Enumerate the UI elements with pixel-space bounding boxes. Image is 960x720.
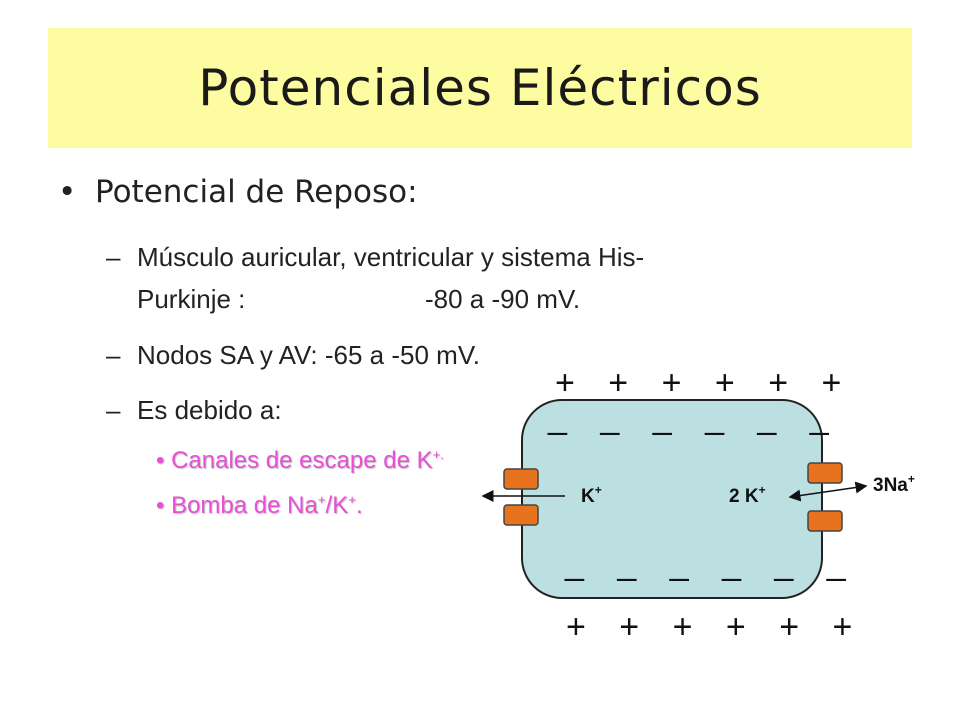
na-ion-sup: +: [908, 472, 915, 486]
bullet-symbol: •: [58, 174, 77, 210]
dash-symbol: –: [106, 395, 121, 425]
k-ion-sup: +: [595, 483, 602, 497]
slide-title: Potenciales Eléctricos: [198, 59, 762, 117]
sub-item-nodos: Nodos SA y AV: -65 a -50 mV.: [137, 340, 481, 370]
cause-bomba-tail: .: [355, 492, 363, 519]
bullet-potencial-reposo: Potencial de Reposo:: [95, 174, 418, 210]
na-ion-label: 3Na+: [873, 472, 915, 496]
cause-bomba: • Bomba de Na+/K+.: [156, 492, 363, 520]
top-inner-charges: _ _ _ _ _ _: [547, 398, 841, 436]
k-channel-top: [503, 468, 539, 490]
two-k-ion-sup: +: [759, 483, 766, 497]
pump-channel-bottom: [807, 510, 843, 532]
k-channel-bottom: [503, 504, 539, 526]
cause-bomba-mid: /K: [325, 492, 349, 519]
sub-item-musculo-line1: Músculo auricular, ventricular y sistema…: [137, 242, 645, 272]
cause-bomba-sup2: +: [348, 492, 356, 507]
bottom-outer-charges: + + + + + +: [566, 608, 864, 646]
cause-canales: • Canales de escape de K+.: [156, 447, 444, 475]
pump-channel-top: [807, 462, 843, 484]
two-k-ion-text: 2 K: [729, 486, 759, 507]
cause-dot: •: [156, 447, 165, 474]
sub-item-musculo-line2: Purkinje :: [137, 284, 246, 314]
pump-arrow: [788, 481, 868, 502]
k-ion-text: K: [581, 486, 595, 507]
top-outer-charges: + + + + + +: [555, 364, 853, 402]
cause-dot: •: [156, 492, 165, 519]
cause-bomba-sup: +: [317, 492, 326, 507]
dash-symbol: –: [106, 242, 121, 272]
two-k-ion-label: 2 K+: [729, 483, 766, 507]
cause-canales-text: Canales de escape de K: [171, 447, 433, 474]
dash-symbol: –: [106, 340, 121, 370]
na-ion-text: 3Na: [873, 475, 908, 496]
bottom-inner-charges: _ _ _ _ _ _: [564, 544, 858, 582]
sub-item-debido: Es debido a:: [137, 395, 282, 425]
cause-canales-sup: +.: [432, 447, 444, 462]
title-bar: Potenciales Eléctricos: [48, 28, 912, 148]
sub-item-musculo-value: -80 a -90 mV.: [425, 284, 581, 314]
cause-bomba-text: Bomba de Na: [171, 492, 318, 519]
k-ion-label: K+: [581, 483, 602, 507]
